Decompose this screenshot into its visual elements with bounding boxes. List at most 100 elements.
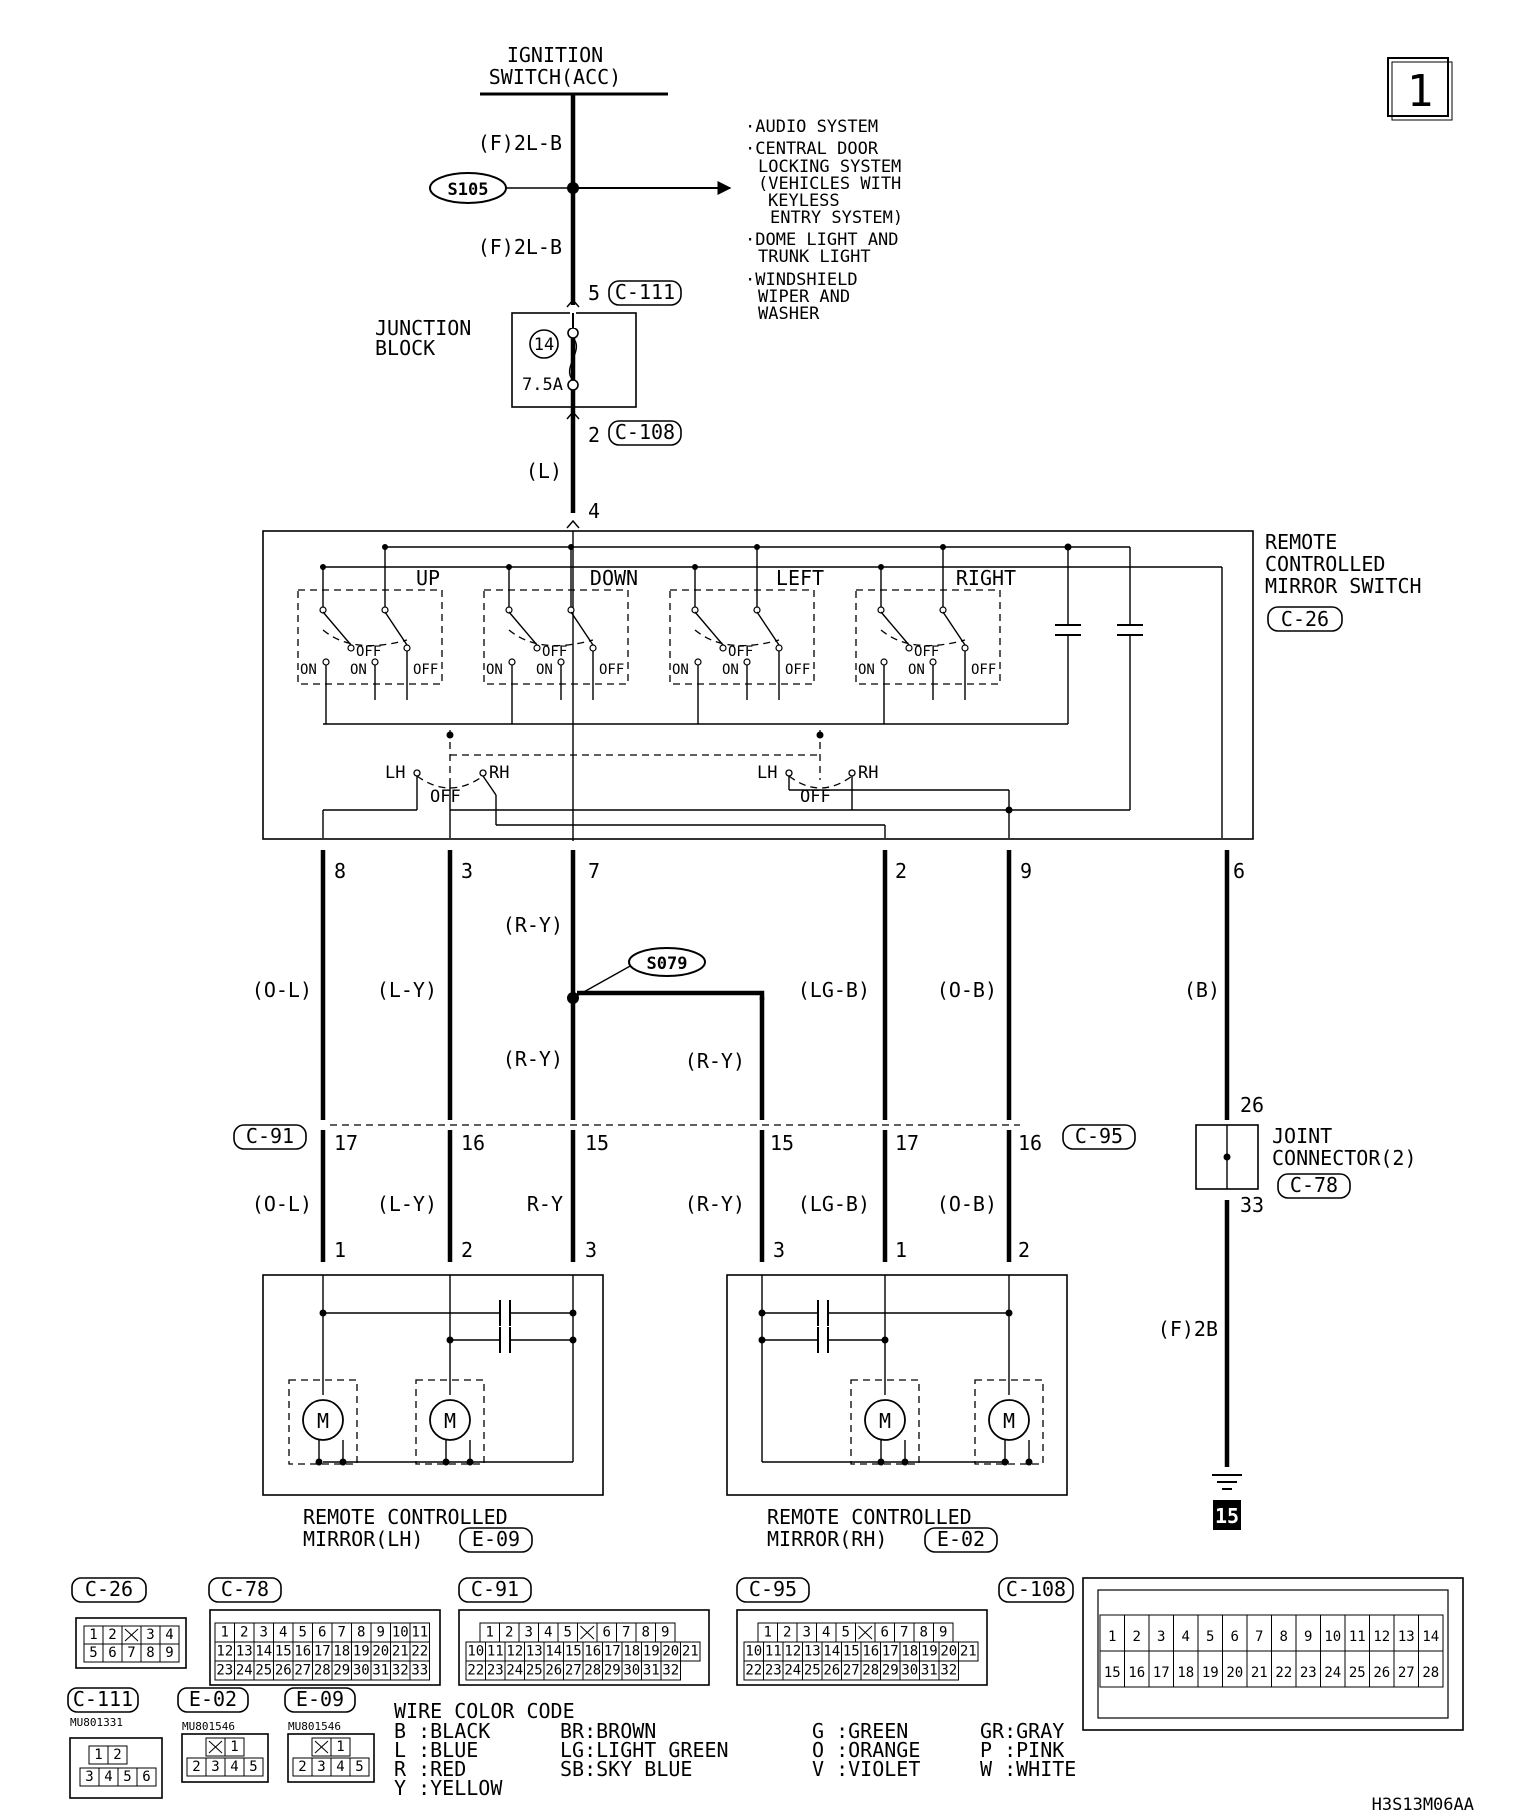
svg-text:(R-Y): (R-Y) <box>685 1049 745 1073</box>
pin-number: 1 <box>230 1739 238 1755</box>
svg-text:LH: LH <box>385 763 405 783</box>
svg-text:CONNECTOR(2): CONNECTOR(2) <box>1272 1146 1417 1170</box>
svg-text:15: 15 <box>585 1131 609 1155</box>
pin-number: 26 <box>275 1663 292 1679</box>
svg-text:·DOME LIGHT AND: ·DOME LIGHT AND <box>745 230 899 250</box>
pin-number: 5 <box>299 1625 307 1641</box>
pin-number: 15 <box>565 1644 582 1660</box>
svg-text:ON: ON <box>536 662 553 678</box>
pin-number: 15 <box>275 1644 292 1660</box>
pin-number: 30 <box>623 1663 640 1679</box>
svg-text:(LG-B): (LG-B) <box>798 1192 870 1216</box>
pin-number: 16 <box>584 1644 601 1660</box>
svg-text:(R-Y): (R-Y) <box>685 1192 745 1216</box>
intermediate-connectors: C-91 17 16 15 15 17 16 C-95 <box>233 1124 1136 1155</box>
motor-label: M <box>444 1409 456 1433</box>
mirror-lh <box>262 1274 604 1496</box>
pin-number: 9 <box>661 1625 669 1641</box>
ground: (F)2B 15 <box>1158 1317 1242 1530</box>
svg-text:7: 7 <box>588 859 600 883</box>
conn-c78-callout: C-78 <box>1290 1173 1338 1197</box>
svg-text:1: 1 <box>895 1238 907 1262</box>
ignition-label-2: SWITCH(ACC) <box>489 65 621 89</box>
svg-text:W :WHITE: W :WHITE <box>980 1757 1076 1781</box>
pin-number: 5 <box>123 1769 131 1785</box>
svg-text:OFF: OFF <box>356 644 381 660</box>
pin-number: 5 <box>842 1625 850 1641</box>
motor-label: M <box>317 1409 329 1433</box>
pin-number: 2 <box>192 1759 200 1775</box>
pin-number: 10 <box>1324 1629 1341 1645</box>
svg-text:P :PINK: P :PINK <box>980 1738 1064 1762</box>
svg-text:R-Y: R-Y <box>527 1192 563 1216</box>
svg-text:ON: ON <box>672 662 689 678</box>
svg-text:(R-Y): (R-Y) <box>503 913 563 937</box>
svg-text:S105: S105 <box>448 180 489 200</box>
switch-pin-4: 4 <box>588 499 600 523</box>
conn-c91-callout: C-91 <box>246 1124 294 1148</box>
pin-number: 14 <box>545 1644 562 1660</box>
svg-text:(R-Y): (R-Y) <box>503 1047 563 1071</box>
svg-text:(F)2B: (F)2B <box>1158 1317 1218 1341</box>
svg-text:(O-L): (O-L) <box>252 1192 312 1216</box>
splice-s105: S105 <box>429 172 732 204</box>
pin-number: 6 <box>1231 1629 1239 1645</box>
pin-number: 12 <box>1373 1629 1390 1645</box>
pin-number: 24 <box>784 1663 801 1679</box>
svg-text:6: 6 <box>1233 859 1245 883</box>
pin-number: 5 <box>564 1625 572 1641</box>
svg-text:OFF: OFF <box>800 787 831 807</box>
wire-label-top2: (F)2L-B <box>478 235 562 259</box>
svg-text:·AUDIO SYSTEM: ·AUDIO SYSTEM <box>745 117 878 137</box>
connector-face-label: C-95 <box>749 1577 797 1601</box>
pin-number: 2 <box>108 1627 116 1643</box>
pin-number: 11 <box>765 1644 782 1660</box>
mirror-titles: REMOTE CONTROLLED MIRROR(LH) E-09 REMOTE… <box>303 1505 998 1553</box>
svg-text:16: 16 <box>461 1131 485 1155</box>
mirror-motor: M <box>288 1372 358 1466</box>
svg-text:·CENTRAL DOOR: ·CENTRAL DOOR <box>745 139 879 159</box>
svg-text:(VEHICLES WITH: (VEHICLES WITH <box>758 174 901 194</box>
pin-number: 24 <box>506 1663 523 1679</box>
ignition-label-1: IGNITION <box>507 43 603 67</box>
pin-number: 11 <box>487 1644 504 1660</box>
svg-text:OFF: OFF <box>542 644 567 660</box>
pin-number: 2 <box>240 1625 248 1641</box>
connector-face-label: C-26 <box>85 1577 133 1601</box>
pin-number: 13 <box>804 1644 821 1660</box>
svg-text:2: 2 <box>1018 1238 1030 1262</box>
svg-text:REMOTE CONTROLLED: REMOTE CONTROLLED <box>767 1505 972 1529</box>
switch-group-label: RIGHT <box>956 566 1016 590</box>
ground-number: 15 <box>1215 1504 1239 1528</box>
svg-text:BR:BROWN: BR:BROWN <box>560 1719 656 1743</box>
pin-number: 3 <box>1157 1629 1165 1645</box>
pin-number: 30 <box>901 1663 918 1679</box>
pin-number: 25 <box>804 1663 821 1679</box>
pin-number: 2 <box>298 1759 306 1775</box>
pin-number: 6 <box>142 1769 150 1785</box>
pin-number: 1 <box>486 1625 494 1641</box>
pin-number: 21 <box>1251 1665 1268 1681</box>
pin-number: 19 <box>353 1644 370 1660</box>
svg-text:R :RED: R :RED <box>394 1757 466 1781</box>
page-number-box: 1 <box>1387 57 1453 121</box>
switch-group-label: DOWN <box>590 566 638 590</box>
pin-number: 29 <box>333 1663 350 1679</box>
pin-number: 3 <box>260 1625 268 1641</box>
pin-number: 8 <box>1280 1629 1288 1645</box>
pin-number: 26 <box>1373 1665 1390 1681</box>
pin-number: 28 <box>584 1663 601 1679</box>
pin-number: 9 <box>1304 1629 1312 1645</box>
connector-face-label: C-108 <box>1006 1577 1066 1601</box>
pin-number: 18 <box>333 1644 350 1660</box>
svg-text:(L-Y): (L-Y) <box>377 1192 437 1216</box>
pin-number: 13 <box>236 1644 253 1660</box>
pin-number: 32 <box>662 1663 679 1679</box>
svg-text:(O-B): (O-B) <box>937 978 997 1002</box>
